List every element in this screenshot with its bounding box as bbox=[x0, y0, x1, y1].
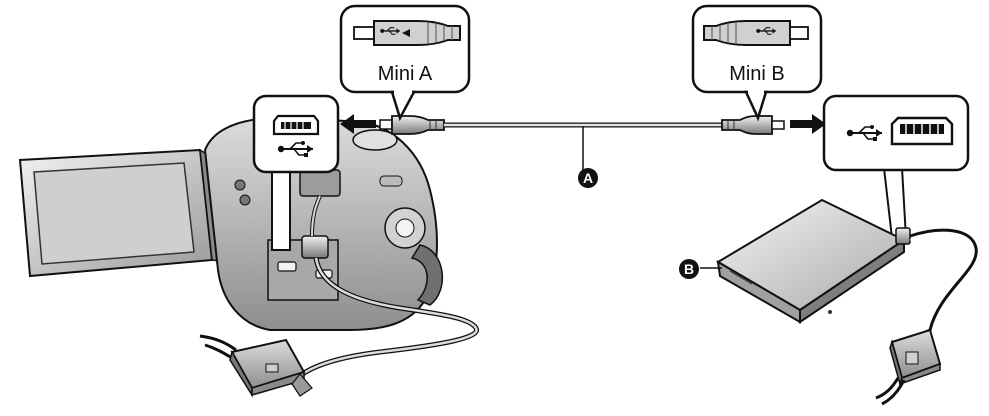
marker-b-letter: B bbox=[684, 261, 694, 277]
arrow-right-icon bbox=[790, 114, 826, 134]
mini-a-plug-icon bbox=[353, 20, 461, 46]
mini-b-callout: Mini B bbox=[691, 4, 823, 122]
mini-b-plug bbox=[721, 115, 785, 135]
usb-icon bbox=[277, 141, 313, 157]
marker-a-letter: A bbox=[583, 170, 593, 186]
camcorder-ac-adaptor bbox=[199, 334, 313, 398]
usb-icon bbox=[846, 125, 882, 141]
drive-ac-adaptor bbox=[875, 228, 978, 406]
external-drive bbox=[700, 198, 911, 324]
usb-cable bbox=[379, 115, 785, 170]
mini-a-callout: Mini A bbox=[339, 4, 471, 122]
marker-b: B bbox=[679, 259, 699, 279]
usb-terminal bbox=[277, 261, 297, 272]
mini-b-label: Mini B bbox=[729, 63, 785, 85]
mini-b-plug-icon bbox=[703, 20, 809, 46]
arrow-left-icon bbox=[340, 114, 376, 134]
mini-usb-port-icon bbox=[272, 114, 320, 136]
mini-usb-port-icon bbox=[890, 116, 954, 146]
camera-port-callout bbox=[252, 94, 340, 251]
lcd-screen bbox=[33, 162, 195, 265]
mini-a-plug bbox=[379, 115, 445, 135]
drive-port-callout bbox=[822, 94, 970, 239]
mini-a-label: Mini A bbox=[378, 63, 433, 85]
camcorder bbox=[18, 116, 479, 387]
marker-a: A bbox=[578, 168, 598, 188]
